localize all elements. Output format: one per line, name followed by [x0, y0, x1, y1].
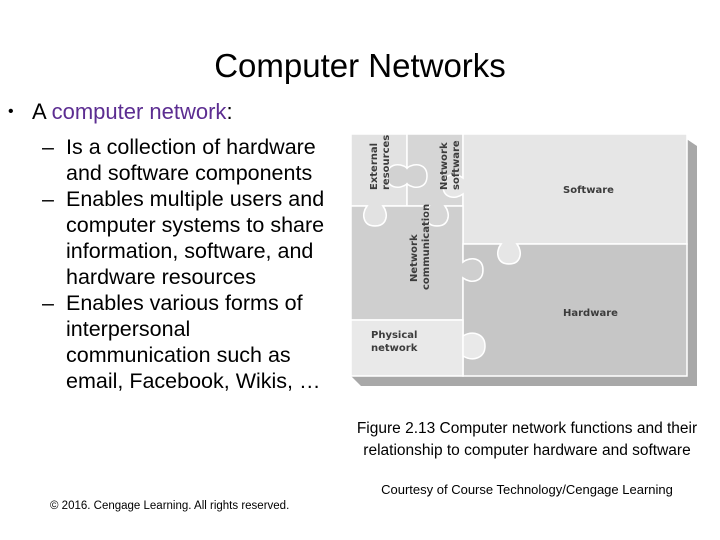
label-network-software-line2: software: [451, 140, 462, 190]
sub-bullet-list: –Is a collection of hardware and softwar…: [42, 134, 332, 394]
copyright-notice: © 2016. Cengage Learning. All rights res…: [50, 500, 290, 512]
sub-bullet-text: Enables multiple users and computer syst…: [66, 187, 325, 289]
label-software: Software: [563, 185, 614, 196]
label-hardware: Hardware: [563, 308, 618, 319]
label-network-software: Network software: [439, 140, 462, 190]
label-physical-network-line1: Physical: [371, 330, 417, 341]
puzzle-piece-hardware: [462, 243, 688, 377]
label-network-software-line1: Network: [439, 142, 450, 190]
figure-caption: Figure 2.13 Computer network functions a…: [356, 420, 698, 459]
label-network-communication-line1: Network: [409, 234, 420, 282]
puzzle-piece-physical-network: [350, 319, 464, 377]
bullet-dot-icon: •: [8, 103, 14, 120]
sub-bullet: –Enables various forms of interpersonal …: [42, 290, 332, 394]
bullet-prefix: A: [32, 99, 52, 124]
puzzle-figure-image: External resources Network software Soft…: [350, 133, 697, 386]
label-external-resources-line1: External: [369, 143, 380, 190]
bullet-keyword: computer network: [51, 99, 227, 124]
bullet-suffix: :: [226, 99, 233, 124]
label-network-communication-line2: communication: [421, 204, 432, 290]
label-physical-network-line2: network: [371, 343, 418, 354]
dash-icon: –: [42, 187, 54, 211]
label-network-communication: Network communication: [409, 204, 432, 290]
sub-bullet-text: Enables various forms of interpersonal c…: [66, 291, 321, 393]
puzzle-figure: External resources Network software Soft…: [349, 132, 699, 388]
dash-icon: –: [42, 135, 54, 159]
label-external-resources-line2: resources: [381, 135, 392, 190]
sub-bullet-text: Is a collection of hardware and software…: [66, 135, 316, 185]
main-bullet: • A computer network:: [8, 98, 233, 126]
slide-title: Computer Networks: [214, 47, 506, 84]
dash-icon: –: [42, 291, 54, 315]
sub-bullet: –Enables multiple users and computer sys…: [42, 186, 332, 290]
figure-credit: Courtesy of Course Technology/Cengage Le…: [381, 482, 673, 497]
sub-bullet: –Is a collection of hardware and softwar…: [42, 134, 332, 186]
label-external-resources: External resources: [369, 135, 392, 190]
puzzle-tab: [462, 332, 486, 360]
